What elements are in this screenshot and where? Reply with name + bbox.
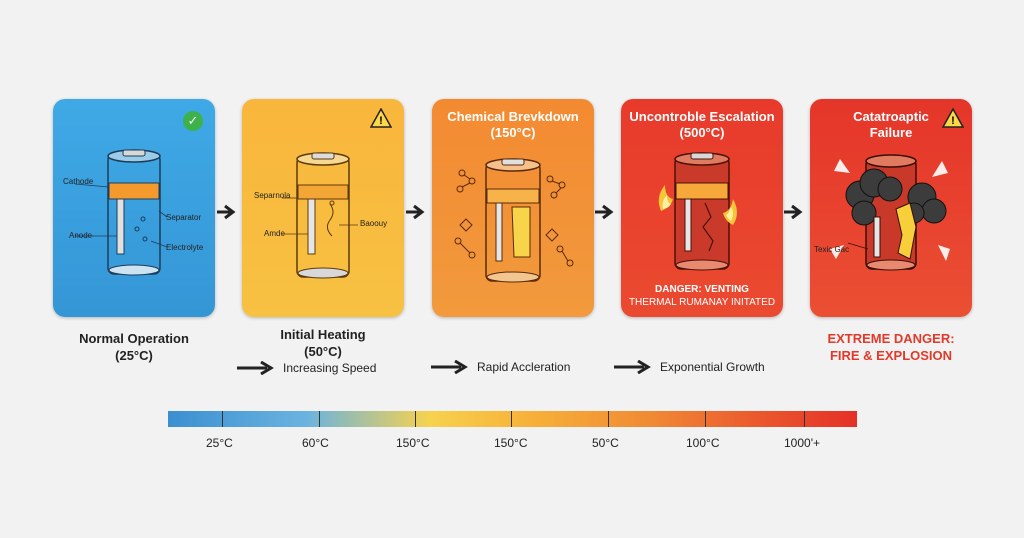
stage-title-line2: (150°C): [490, 125, 536, 140]
scale-tick: [511, 411, 512, 427]
check-icon: ✓: [183, 111, 203, 131]
stage-failure-panel: Catatroaptic Failure Texic Gac: [810, 99, 972, 317]
caption-line2: (50°C): [304, 344, 342, 359]
label-anode: Amde: [264, 229, 285, 238]
rate-label-increasing: Increasing Speed: [237, 361, 376, 375]
scale-tick: [705, 411, 706, 427]
scale-tick-label: 50°C: [592, 436, 619, 450]
svg-text:!: !: [379, 115, 383, 127]
arrow-right-icon: [784, 204, 803, 220]
temperature-scale-bar: [168, 411, 857, 427]
caption-line1: EXTREME DANGER:: [827, 331, 955, 346]
scale-tick: [222, 411, 223, 427]
battery-cell-icon: [74, 149, 168, 276]
battery-cell-icon: [658, 152, 737, 271]
label-cathode: Cathode: [63, 177, 94, 186]
stage-normal-panel: Cathode Separator Anode Electrolyte ✓: [53, 99, 215, 317]
stage-caption-failure: EXTREME DANGER: FIRE & EXPLOSION: [810, 330, 972, 364]
rate-text: Rapid Accleration: [477, 360, 571, 374]
scale-tick: [319, 411, 320, 427]
label-anode: Anode: [69, 231, 93, 240]
caption-line2: FIRE & EXPLOSION: [829, 348, 953, 363]
scale-tick-label: 1000'+: [784, 436, 820, 450]
scale-tick: [415, 411, 416, 427]
arrow-right-icon: [217, 204, 236, 220]
stage-caption-heating: Initial Heating (50°C): [242, 326, 404, 360]
rate-label-rapid: Rapid Accleration: [431, 360, 570, 374]
scale-tick: [608, 411, 609, 427]
caption-line1: Normal Operation: [79, 331, 189, 346]
battery-cell-icon: [454, 158, 574, 283]
caption-line2: (25°C): [115, 348, 153, 363]
arrow-right-icon: [237, 361, 274, 375]
caption-line1: Initial Heating: [280, 327, 366, 342]
battery-cell-icon: [282, 152, 358, 279]
stage-heating-panel: Separnola Baoouy Amde: [242, 99, 404, 317]
stage-title-line1: Chemical Brevkdown: [447, 109, 579, 124]
arrow-right-icon: [406, 204, 425, 220]
stage-title-line2: Failure: [869, 125, 913, 140]
stage-escalation-panel: Uncontroble Escalation (500°C) DANGER: V…: [621, 99, 783, 317]
scale-tick-label: 150°C: [494, 436, 528, 450]
smoke-icon: [845, 168, 947, 226]
label-separator: Separator: [166, 213, 202, 222]
battery-cell-icon: [830, 154, 950, 271]
warning-icon: !: [369, 107, 393, 131]
rate-label-exponential: Exponential Growth: [614, 360, 765, 374]
scale-tick: [804, 411, 805, 427]
stage-title-line2: (500°C): [679, 125, 725, 140]
danger-banner-line2: THERMAL RUMANAY INITATED: [628, 297, 776, 308]
stage-breakdown-panel: Chemical Brevkdown (150°C): [432, 99, 594, 317]
molecule-icon: [454, 169, 574, 267]
rate-text: Increasing Speed: [283, 361, 377, 375]
stage-title-line1: Catatroaptic: [853, 109, 929, 124]
arrow-right-icon: [614, 360, 651, 374]
stage-title-line1: Uncontroble Escalation: [629, 109, 775, 124]
rate-text: Exponential Growth: [660, 360, 765, 374]
danger-banner-line1: DANGER: VENTING: [655, 284, 749, 295]
scale-tick-label: 100°C: [686, 436, 720, 450]
scale-tick-label: 25°C: [206, 436, 233, 450]
label-battery: Baoouy: [360, 219, 388, 228]
svg-text:!: !: [951, 115, 955, 127]
flame-icon: [658, 185, 737, 225]
arrow-right-icon: [595, 204, 614, 220]
label-separator: Separnola: [254, 191, 291, 200]
label-toxic-gas: Texic Gac: [814, 245, 850, 254]
scale-tick-label: 150°C: [396, 436, 430, 450]
arrow-right-icon: [431, 360, 468, 374]
warning-icon: !: [941, 107, 965, 131]
scale-tick-label: 60°C: [302, 436, 329, 450]
stage-caption-normal: Normal Operation (25°C): [53, 330, 215, 364]
label-electrolyte: Electrolyte: [166, 243, 204, 252]
